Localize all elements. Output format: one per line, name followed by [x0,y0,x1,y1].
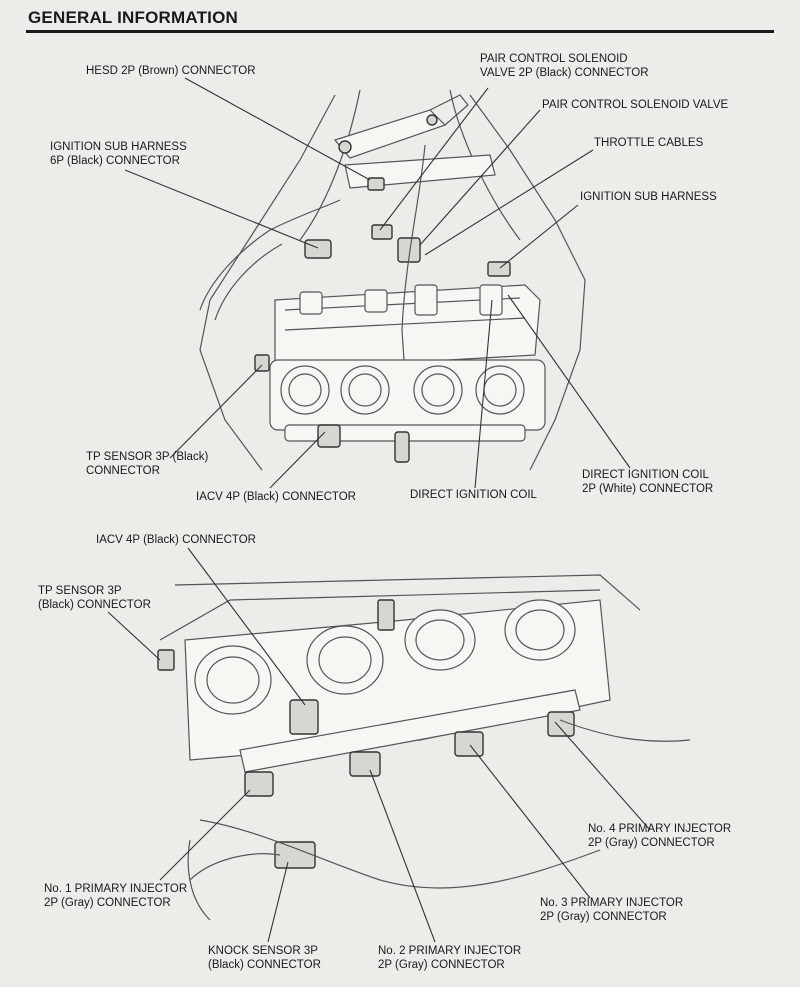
label-direct-ignition-coil: DIRECT IGNITION COIL [410,489,537,501]
label-injector-3-connector: No. 3 PRIMARY INJECTOR 2P (Gray) CONNECT… [540,897,684,923]
label-ignition-sub-harness: IGNITION SUB HARNESS [580,191,717,203]
top-leader-lines [124,77,631,489]
label-injector-1-connector: No. 1 PRIMARY INJECTOR 2P (Gray) CONNECT… [44,883,188,909]
bottom-leader-lines [107,547,651,943]
label-tp-sensor-connector-bottom: TP SENSOR 3P (Black) CONNECTOR [38,585,151,611]
label-throttle-cables: THROTTLE CABLES [594,137,704,149]
label-injector-4-connector: No. 4 PRIMARY INJECTOR 2P (Gray) CONNECT… [588,823,732,849]
top-engine-illustration [199,89,586,471]
label-pair-control-solenoid-valve: PAIR CONTROL SOLENOID VALVE [542,99,729,111]
page-title: GENERAL INFORMATION [28,8,238,27]
label-hesd-connector: HESD 2P (Brown) CONNECTOR [86,65,256,77]
label-injector-2-connector: No. 2 PRIMARY INJECTOR 2P (Gray) CONNECT… [378,945,522,971]
label-iacv-connector: IACV 4P (Black) CONNECTOR [196,491,356,503]
label-iacv-connector-bottom: IACV 4P (Black) CONNECTOR [96,534,256,546]
header-rule [26,30,774,33]
label-pair-control-solenoid-valve-connector: PAIR CONTROL SOLENOID VALVE 2P (Black) C… [480,53,649,79]
label-direct-ignition-coil-connector: DIRECT IGNITION COIL 2P (White) CONNECTO… [582,469,714,495]
label-knock-sensor-connector: KNOCK SENSOR 3P (Black) CONNECTOR [208,945,321,971]
bottom-engine-illustration [157,574,691,921]
label-ignition-sub-harness-connector: IGNITION SUB HARNESS 6P (Black) CONNECTO… [50,141,187,167]
label-tp-sensor-connector: TP SENSOR 3P (Black) CONNECTOR [86,451,209,477]
